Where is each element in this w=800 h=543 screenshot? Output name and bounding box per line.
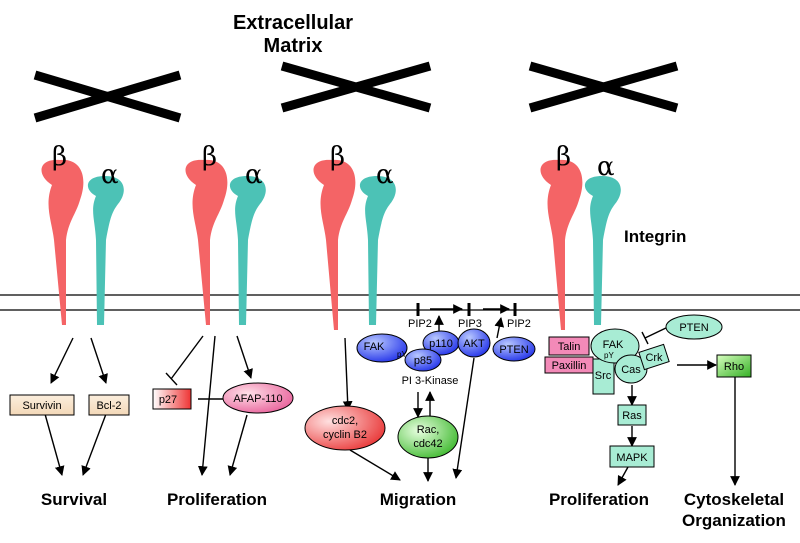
- beta-label-3: β: [330, 142, 345, 172]
- pten-node-adhesion: [665, 314, 723, 340]
- outcome-proliferation-1: Proliferation: [167, 490, 267, 509]
- pten-node-migration: [492, 336, 536, 362]
- cdc2-cyclinb2-node: [304, 405, 386, 451]
- ras-label: Ras: [622, 410, 642, 422]
- integrin-label: Integrin: [624, 227, 686, 246]
- cas-label: Cas: [621, 364, 641, 376]
- fak-label-adhesion: FAK: [603, 339, 624, 351]
- akt-label: AKT: [463, 338, 485, 350]
- py-label-adhesion: pY: [604, 351, 614, 360]
- bcl2-label: Bcl-2: [96, 400, 121, 412]
- pi3k-label: PI 3-Kinase: [402, 375, 459, 387]
- p27-label: p27: [159, 394, 177, 406]
- outcome-proliferation-2: Proliferation: [549, 490, 649, 509]
- rho-label: Rho: [724, 361, 744, 373]
- title-line2: Matrix: [264, 35, 323, 57]
- alpha-label-4: α: [597, 152, 615, 182]
- paxillin-label: Paxillin: [552, 360, 587, 372]
- rho-box: [716, 354, 752, 378]
- pip2-right-label: PIP2: [507, 318, 531, 330]
- survivin-label: Survivin: [22, 400, 61, 412]
- outcome-cytoskeletal-line1: Cytoskeletal: [684, 490, 784, 509]
- integrin-2: β α: [185, 142, 266, 325]
- akt-node: [457, 328, 491, 358]
- outcome-migration: Migration: [380, 490, 457, 509]
- integrin-1: β α: [41, 142, 124, 325]
- outcome-cytoskeletal-line2: Organization: [682, 511, 786, 530]
- fak-label-migration: FAK: [364, 341, 385, 353]
- panel-survival: [44, 337, 108, 476]
- panel-focal-adhesion-arrows: [617, 326, 740, 486]
- alpha-label-3: α: [376, 160, 394, 190]
- p85-label: p85: [414, 355, 432, 367]
- ras-box: [617, 404, 647, 426]
- cdc2-label-line2: cyclin B2: [323, 429, 367, 441]
- afap110-label: AFAP-110: [233, 393, 282, 405]
- pten-label-migration: PTEN: [499, 344, 528, 356]
- fak-node-adhesion: [590, 328, 640, 364]
- pip2-left-label: PIP2: [408, 318, 432, 330]
- ecm-x-mark-1: [33, 70, 182, 123]
- pip-conversion-track: [416, 303, 517, 339]
- p85-node: [404, 348, 442, 372]
- beta-label-2: β: [202, 142, 217, 172]
- crk-box: [638, 343, 670, 371]
- beta-label-4: β: [556, 142, 571, 172]
- alpha-label-2: α: [245, 160, 263, 190]
- rac-label-line2: cdc42: [413, 438, 442, 450]
- talin-box: [548, 336, 590, 356]
- p110-label: p110: [429, 338, 453, 350]
- p27-box: [152, 388, 192, 410]
- beta-label-1: β: [52, 142, 67, 172]
- mapk-label: MAPK: [616, 452, 648, 464]
- cdc2-label-line1: cdc2,: [332, 415, 358, 427]
- afap110-node: [222, 382, 294, 414]
- title-line1: Extracellular: [233, 12, 353, 34]
- ecm-x-mark-3: [528, 61, 679, 113]
- talin-label: Talin: [558, 341, 581, 353]
- mapk-box: [609, 445, 655, 468]
- pip3-label: PIP3: [458, 318, 482, 330]
- integrin-3: β α: [313, 142, 396, 330]
- rac-cdc42-node: [397, 415, 459, 459]
- pten-label-adhesion: PTEN: [679, 322, 708, 334]
- panel-migration-arrows: [342, 337, 475, 482]
- fak-node-migration: [356, 333, 408, 363]
- crk-label: Crk: [645, 352, 663, 364]
- ecm-x-mark-2: [280, 61, 432, 113]
- bcl2-box: [88, 394, 130, 416]
- integrin-4: β α: [540, 142, 621, 330]
- outcome-survival: Survival: [41, 490, 107, 509]
- survivin-box: [9, 394, 75, 416]
- py-label-migration: pY: [397, 350, 407, 359]
- rac-label-line1: Rac,: [417, 424, 440, 436]
- alpha-label-1: α: [101, 160, 119, 190]
- src-label: Src: [595, 370, 612, 382]
